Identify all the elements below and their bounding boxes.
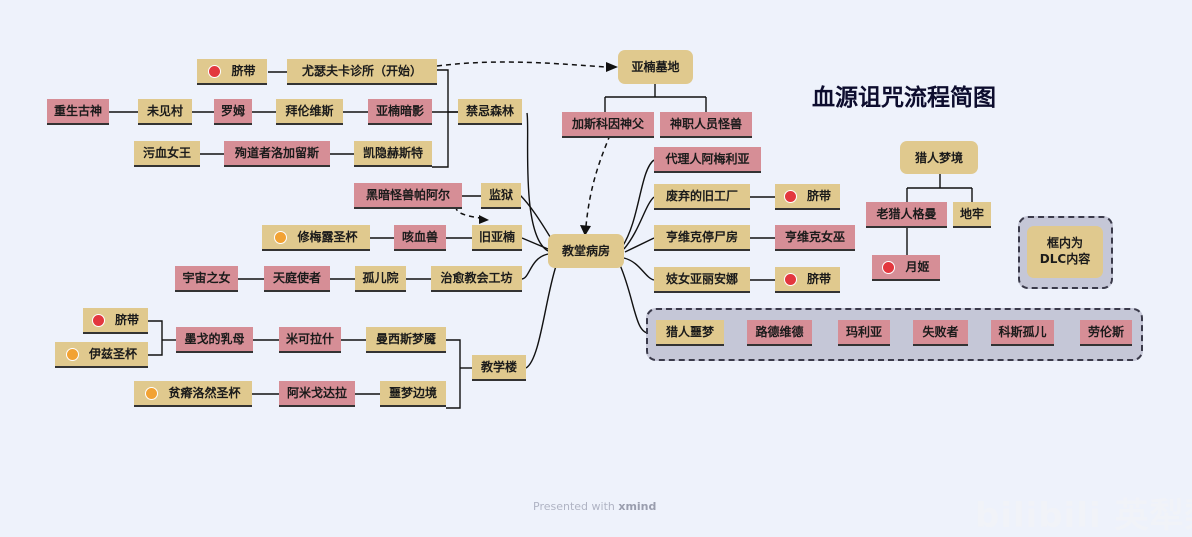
arrowhead	[479, 215, 489, 224]
node-prison[interactable]: 监狱	[481, 183, 521, 209]
node-blood-starved[interactable]: 咳血兽	[394, 225, 446, 251]
node-belt-workshop[interactable]: 脐带	[775, 184, 840, 210]
node-dead-god[interactable]: 加斯科因神父	[562, 112, 654, 138]
node-belt-arianna[interactable]: 脐带	[775, 267, 840, 293]
orange-dot-icon	[274, 230, 288, 244]
red-dot-icon	[783, 189, 797, 203]
node-sinister-chalice[interactable]: 修梅露圣杯	[262, 225, 370, 251]
arrowhead	[606, 62, 618, 72]
node-ihyll-chalice[interactable]: 伊兹圣杯	[55, 342, 148, 368]
dlc-frame-hunters-nightmare	[646, 308, 1143, 361]
node-healing-workshop[interactable]: 治愈教会工坊	[431, 266, 522, 292]
node-rom[interactable]: 罗姆	[214, 99, 252, 125]
node-laurence[interactable]: 劳伦斯	[1080, 320, 1132, 346]
orange-dot-icon	[65, 347, 79, 361]
node-brothel-arianna[interactable]: 妓女亚丽安娜	[654, 267, 750, 293]
node-lecture-building[interactable]: 教学楼	[472, 355, 526, 381]
node-cleric-beast[interactable]: 神职人员怪兽	[660, 112, 752, 138]
node-pthumeru-chalice[interactable]: 贫瘠洛然圣杯	[134, 381, 252, 407]
node-hunters-dream[interactable]: 猎人梦境	[900, 141, 978, 174]
node-ludwig[interactable]: 路德维德	[747, 320, 812, 346]
node-hunters-nightmare-dlc[interactable]: 猎人噩梦	[656, 320, 724, 346]
connector	[750, 196, 775, 281]
node-moon-presence[interactable]: 月姬	[872, 255, 940, 281]
dashed-arrow	[436, 61, 607, 68]
orange-dot-icon	[145, 386, 159, 400]
node-old-god[interactable]: 重生古神	[47, 99, 109, 125]
node-forbidden-woods[interactable]: 禁忌森林	[458, 99, 522, 125]
node-hemwick[interactable]: 亨维克停尸房	[654, 225, 750, 251]
node-celestial-emissary[interactable]: 宇宙之女	[175, 266, 238, 292]
connector	[619, 264, 651, 334]
connector	[432, 69, 449, 168]
footer-credit: Presented with xmind	[533, 500, 657, 513]
node-failures[interactable]: 失败者	[913, 320, 968, 346]
dashed-arrow	[585, 134, 611, 227]
red-dot-icon	[882, 260, 896, 274]
dlc-legend-note: 框内为 DLC内容	[1027, 226, 1103, 278]
red-dot-icon	[91, 313, 105, 327]
node-ebrietas-emissary[interactable]: 天庭使者	[264, 266, 330, 292]
node-nightmare-frontier[interactable]: 噩梦边境	[380, 381, 446, 407]
arrowhead	[580, 225, 591, 236]
connector	[526, 112, 549, 252]
red-dot-icon	[208, 64, 222, 78]
node-cellar[interactable]: 地牢	[953, 202, 991, 228]
node-kos-orphan[interactable]: 科斯孤儿	[991, 320, 1054, 346]
node-belt-left[interactable]: 脐带	[83, 308, 148, 334]
connector	[525, 265, 557, 369]
connector	[521, 253, 549, 280]
connector	[623, 257, 655, 281]
node-maria[interactable]: 玛利亚	[838, 320, 890, 346]
connector	[446, 339, 461, 409]
node-orphanage[interactable]: 孤儿院	[355, 266, 406, 292]
node-martyr-logarius[interactable]: 殉道者洛加留斯	[224, 141, 330, 167]
red-dot-icon	[783, 272, 797, 286]
connector	[906, 173, 973, 255]
node-yahar-shadow[interactable]: 亚楠暗影	[368, 99, 432, 125]
node-mensis-nightmare[interactable]: 曼西斯梦魇	[366, 327, 446, 353]
watermark: bilibili 英犁梨	[975, 496, 1192, 536]
node-hemwick-witch[interactable]: 亨维克女巫	[775, 225, 855, 251]
node-yahar-gul[interactable]: 亚楠墓地	[618, 50, 693, 84]
node-black-beast[interactable]: 黑暗怪兽帕阿尔	[354, 183, 462, 209]
connector	[624, 237, 655, 253]
node-amygdala[interactable]: 阿米戈达拉	[279, 381, 355, 407]
node-micolash[interactable]: 米可拉什	[279, 327, 341, 353]
node-vicar-amelia[interactable]: 代理人阿梅利亚	[654, 147, 761, 173]
connector	[621, 159, 655, 248]
center-node-chapel-ward[interactable]: 教堂病房	[548, 234, 624, 268]
node-iosefka-start[interactable]: 尤瑟夫卡诊所（开始）	[287, 59, 437, 85]
node-byrgenwerth[interactable]: 拜伦维斯	[276, 99, 343, 125]
node-belt-top[interactable]: 脐带	[197, 59, 267, 85]
node-old-yharnam[interactable]: 旧亚楠	[472, 225, 522, 251]
connector	[604, 84, 707, 112]
node-unseen-village[interactable]: 未见村	[138, 99, 192, 125]
node-cainhurst[interactable]: 凯隐赫斯特	[354, 141, 432, 167]
connector	[623, 196, 655, 250]
connector	[521, 237, 549, 250]
node-abandoned-workshop[interactable]: 废弃的旧工厂	[654, 184, 750, 210]
diagram-title: 血源诅咒流程简图	[812, 85, 996, 111]
node-gehrman[interactable]: 老猎人格曼	[866, 202, 947, 228]
node-bloody-queen[interactable]: 污血女王	[134, 141, 200, 167]
connector	[148, 320, 163, 356]
node-wet-nurse[interactable]: 墨戈的乳母	[176, 327, 253, 353]
